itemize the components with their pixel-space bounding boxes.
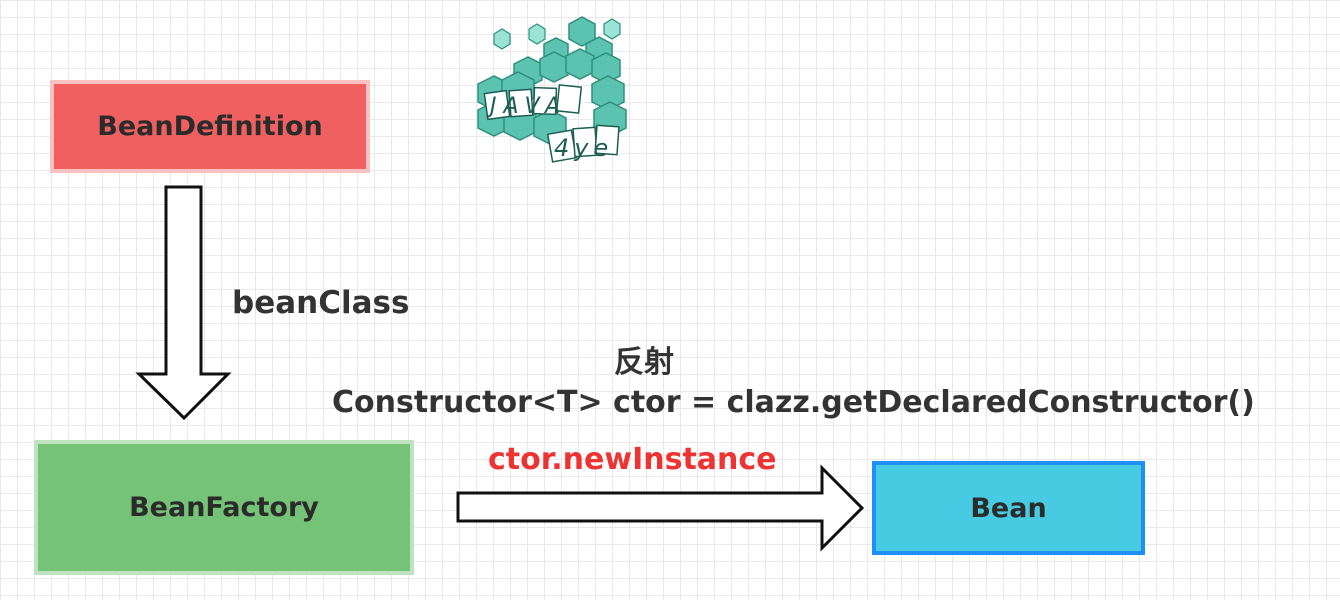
bean-definition-box: BeanDefinition xyxy=(50,80,370,173)
bean-factory-box: BeanFactory xyxy=(34,440,414,575)
constructor-code-label: Constructor<T> ctor = clazz.getDeclaredC… xyxy=(332,385,1255,420)
java-4ye-logo: JAVA 4ye xyxy=(477,16,627,163)
logo-java-text: JAVA xyxy=(486,94,567,119)
down-arrow xyxy=(135,185,232,421)
bean-box: Bean xyxy=(872,461,1145,555)
bean-label: Bean xyxy=(970,492,1047,524)
bean-definition-label: BeanDefinition xyxy=(97,111,323,142)
reflection-label: 反射 xyxy=(614,345,674,380)
right-arrow xyxy=(456,464,865,552)
logo-4ye-text: 4ye xyxy=(554,134,613,162)
bean-factory-label: BeanFactory xyxy=(129,492,319,523)
bean-class-label: beanClass xyxy=(232,285,410,321)
new-instance-label: ctor.newInstance xyxy=(488,442,777,477)
